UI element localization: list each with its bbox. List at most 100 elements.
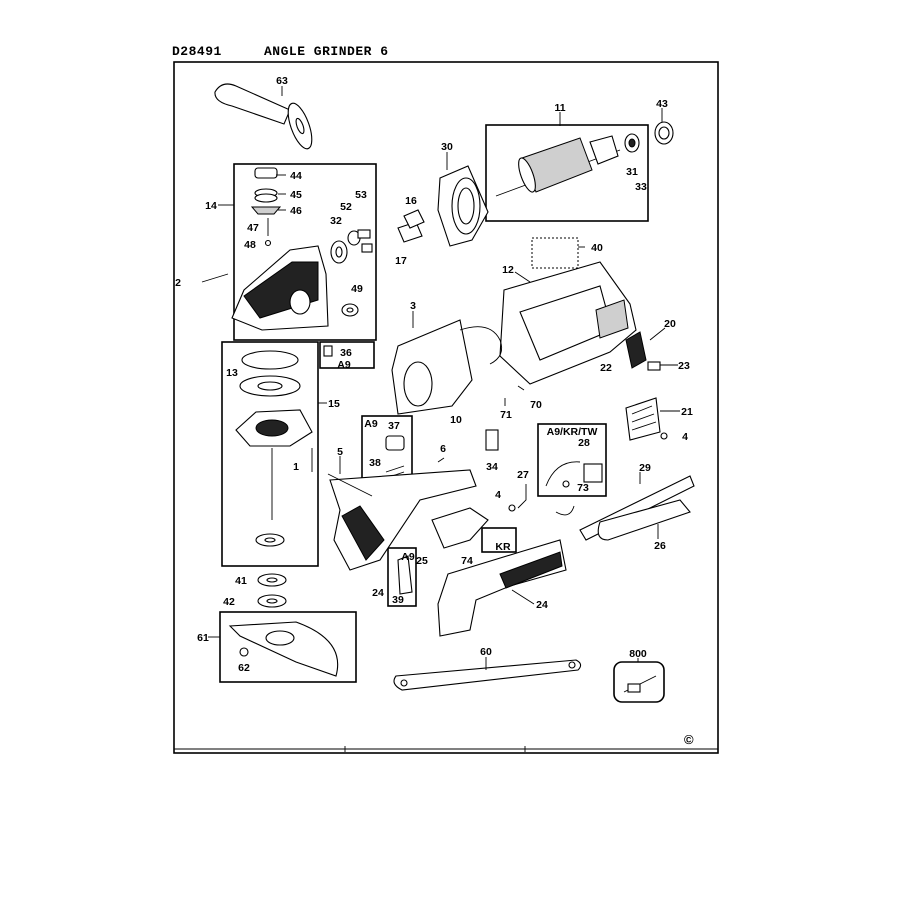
spring-clip-part [508, 484, 527, 512]
armature-box [485, 124, 649, 222]
callout-24: 24 [372, 587, 384, 599]
guard-assembly-box [233, 163, 377, 341]
callout-a9-kr-tw: A9/KR/TW [547, 426, 598, 438]
switch-box [387, 547, 417, 607]
callout-43: 43 [656, 98, 668, 110]
callout-38: 38 [369, 457, 381, 469]
callout-45: 45 [290, 189, 302, 201]
callout-31: 31 [626, 166, 638, 178]
accessory-box [613, 661, 665, 703]
callout-21: 21 [681, 406, 693, 418]
callout-34: 34 [486, 461, 498, 473]
cord-part [545, 461, 603, 488]
callout-24: 24 [536, 599, 548, 611]
callout-kr: KR [495, 541, 511, 553]
callout-63: 63 [276, 75, 288, 87]
armature-part [495, 133, 640, 197]
switch-parts [625, 331, 668, 441]
callout-41: 41 [235, 575, 247, 587]
callout-14: 14 [205, 200, 217, 212]
callout-30: 30 [441, 141, 453, 153]
spindle-lock-parts [250, 167, 282, 247]
side-handle-part [214, 83, 313, 150]
callout-2: 2 [175, 277, 181, 289]
baffle-part [437, 165, 489, 247]
rear-handle-part [437, 539, 567, 637]
callout-a9: A9 [337, 359, 351, 371]
callout-37: 37 [388, 420, 400, 432]
callout-800: 800 [629, 648, 647, 660]
callout-33: 33 [635, 181, 647, 193]
callout-3: 3 [410, 300, 416, 312]
callout-42: 42 [223, 596, 235, 608]
diagram-title: ANGLE GRINDER 6 [264, 44, 389, 59]
callout-60: 60 [480, 646, 492, 658]
bearing-part [654, 121, 674, 145]
callout-5: 5 [337, 446, 343, 458]
callout-1: 1 [293, 461, 299, 473]
callout-10: 10 [450, 414, 462, 426]
model-number: D28491 [172, 44, 222, 59]
flange-nut-part [257, 573, 287, 608]
diagram-frame [173, 61, 719, 754]
callout-28: 28 [578, 437, 590, 449]
callout-25: 25 [416, 555, 428, 567]
brush-part [397, 209, 425, 243]
kr-label-box [481, 527, 517, 553]
callout-62: 62 [238, 662, 250, 674]
callout-27: 27 [517, 469, 529, 481]
gear-assembly-box [221, 341, 319, 567]
gear-assembly-part [235, 350, 313, 547]
wheel-guard-part [228, 621, 339, 677]
switch-lever-part [397, 555, 413, 595]
accessory-part [623, 675, 657, 693]
callout-71: 71 [500, 409, 512, 421]
callout-47: 47 [247, 222, 259, 234]
callout-17: 17 [395, 255, 407, 267]
callout-74: 74 [461, 555, 473, 567]
callout-12: 12 [502, 264, 514, 276]
callout-16: 16 [405, 195, 417, 207]
leader-lines [208, 86, 680, 670]
callout-4: 4 [682, 431, 688, 443]
callout-52: 52 [340, 201, 352, 213]
callout-22: 22 [600, 362, 612, 374]
trigger-part [431, 507, 489, 549]
copyright-mark: © [684, 732, 694, 747]
callout-61: 61 [197, 632, 209, 644]
callout-26: 26 [654, 540, 666, 552]
callout-13: 13 [226, 367, 238, 379]
callout-32: 32 [330, 215, 342, 227]
callout-23: 23 [678, 360, 690, 372]
callout-4: 4 [495, 489, 501, 501]
callout-15: 15 [328, 398, 340, 410]
wheel-guard-box [219, 611, 357, 683]
callout-29: 29 [639, 462, 651, 474]
misc-small-parts [437, 385, 525, 463]
callout-53: 53 [355, 189, 367, 201]
motor-housing-part [499, 261, 637, 385]
spanner-part [393, 659, 582, 691]
callout-39: 39 [392, 594, 404, 606]
lock-button-part [323, 345, 333, 357]
callout-a9: A9 [401, 551, 415, 563]
callout-49: 49 [351, 283, 363, 295]
cord-set-box [537, 423, 607, 497]
callout-44: 44 [290, 170, 302, 182]
handle-half-part [327, 469, 477, 571]
callout-6: 6 [440, 443, 446, 455]
callout-11: 11 [554, 102, 565, 114]
label-plate-part [531, 237, 579, 269]
callout-73: 73 [577, 482, 589, 494]
lock-button-box [319, 341, 375, 369]
small-parts-group [330, 229, 373, 317]
callout-36: 36 [340, 347, 352, 359]
callout-70: 70 [530, 399, 542, 411]
callout-20: 20 [664, 318, 676, 330]
field-part [391, 319, 503, 415]
callout-48: 48 [244, 239, 256, 251]
callout-40: 40 [591, 242, 603, 254]
gear-case-part [201, 245, 329, 331]
